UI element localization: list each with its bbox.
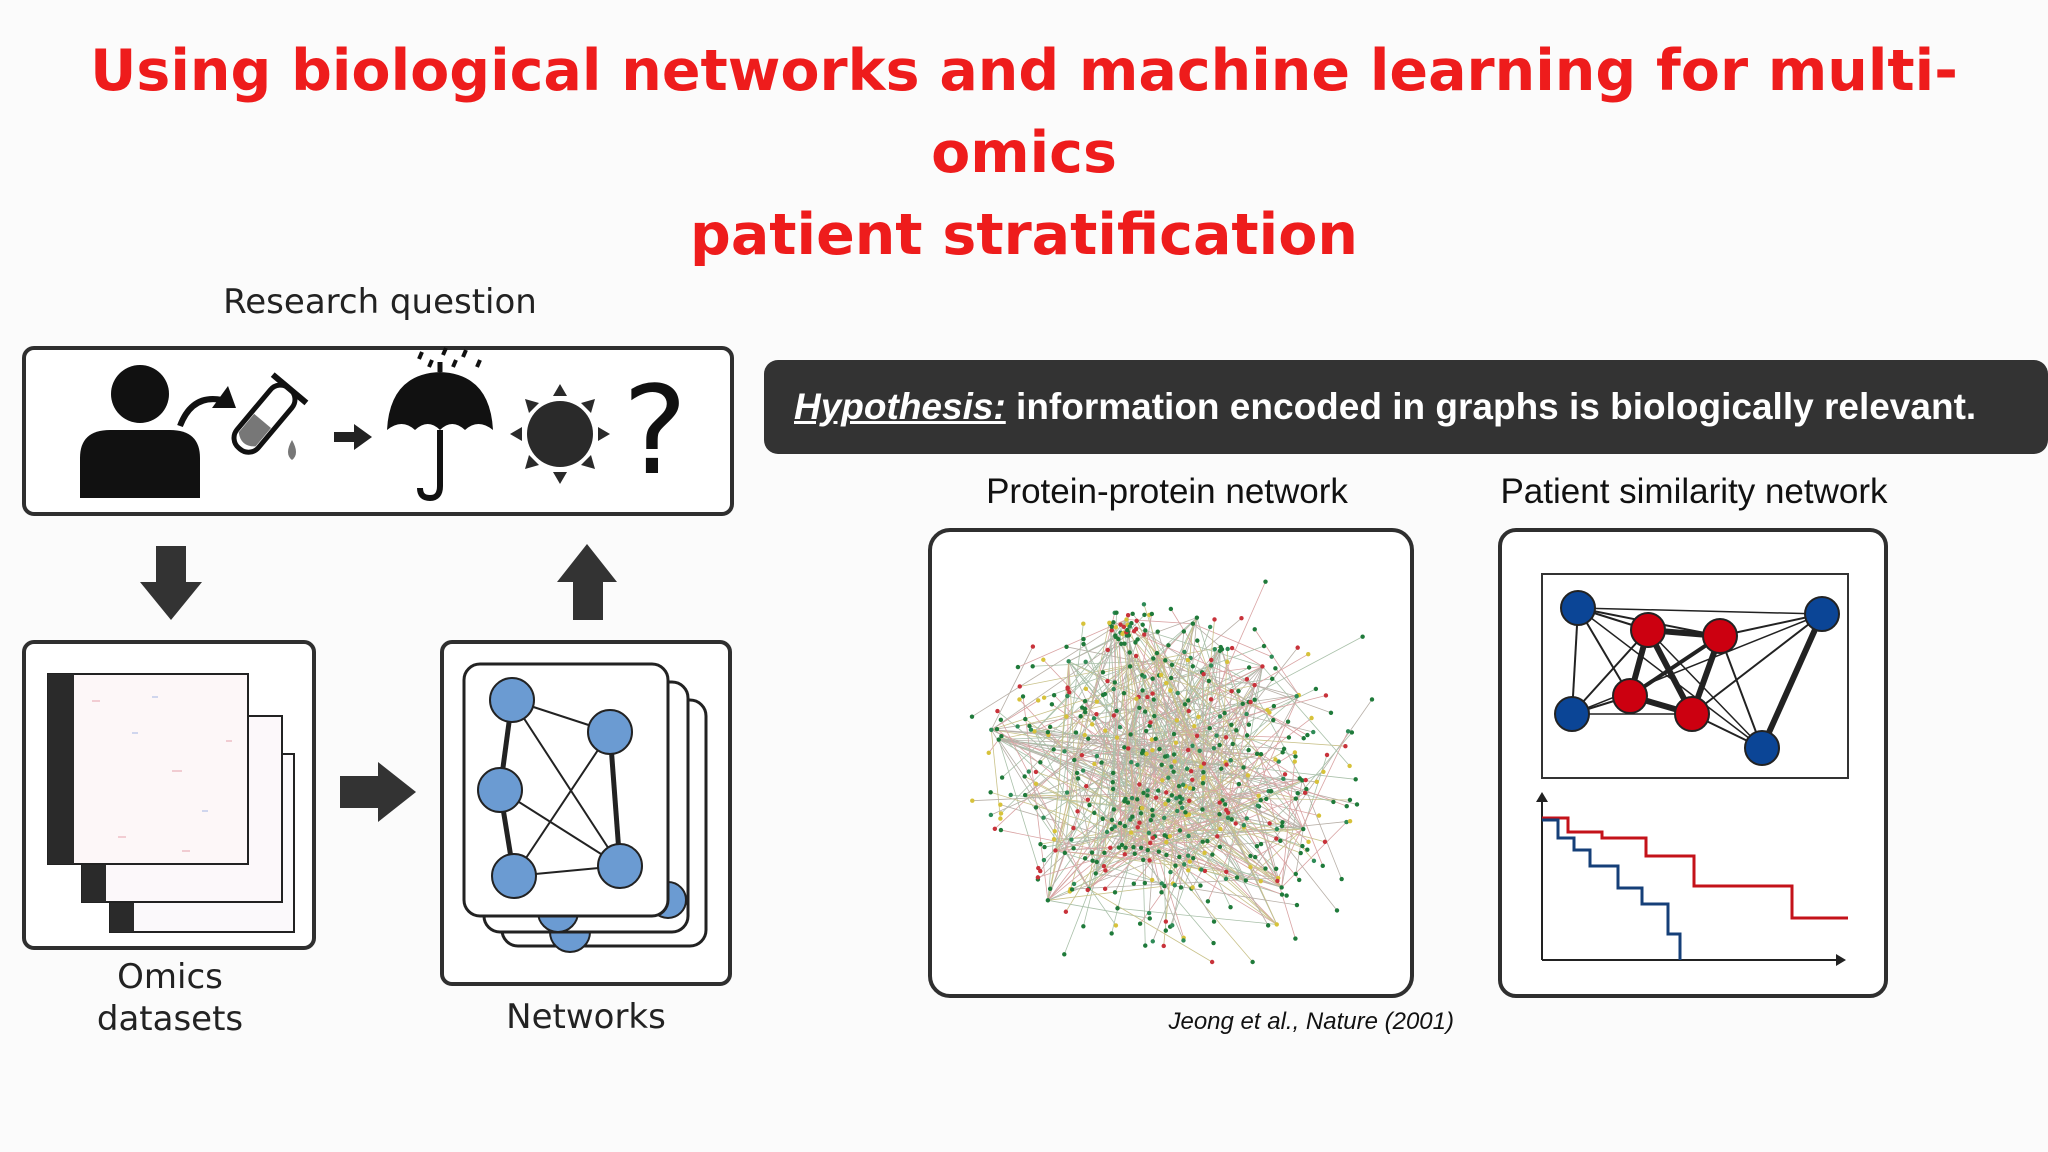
- omics-matrix-stack: [47, 673, 295, 933]
- title-line-1: Using biological networks and machine le…: [90, 38, 1958, 186]
- arrow-down-icon: [140, 546, 202, 620]
- research-question-label: Research question: [223, 282, 537, 322]
- umbrella-rain-icon: [387, 347, 493, 502]
- person-icon: [80, 365, 200, 498]
- arrow-right-icon: [334, 424, 372, 450]
- sun-icon: [510, 384, 610, 484]
- arrow-right-icon: [340, 762, 416, 822]
- psn-label: Patient similarity network: [1500, 472, 1888, 511]
- psn-box: [1498, 528, 1888, 998]
- ppi-nodes: [969, 579, 1375, 965]
- test-tube-icon: [231, 372, 309, 460]
- ppi-citation: Jeong et al., Nature (2001): [1168, 1008, 1454, 1035]
- ppi-network-graph: [969, 579, 1375, 965]
- psn-nodes: [1554, 590, 1840, 766]
- slide-title: Using biological networks and machine le…: [0, 30, 2048, 276]
- omics-label-line-1: Omics: [117, 957, 223, 997]
- omics-datasets-box: [22, 640, 316, 950]
- survival-plot: [1536, 792, 1848, 966]
- networks-label: Networks: [506, 997, 666, 1037]
- ppi-label: Protein-protein network: [986, 472, 1348, 511]
- network-card-front: [462, 662, 670, 918]
- research-question-box: ?: [22, 346, 734, 516]
- arrow-up-icon: [557, 544, 617, 620]
- question-mark: ?: [622, 360, 688, 502]
- networks-box: [440, 640, 732, 986]
- hypothesis-prefix: Hypothesis:: [794, 386, 1006, 427]
- omics-label-line-2: datasets: [96, 999, 244, 1039]
- ppi-network-box: [928, 528, 1414, 998]
- survival-curve-red: [1542, 816, 1848, 920]
- hypothesis-banner: Hypothesis: information encoded in graph…: [764, 360, 2048, 454]
- hypothesis-text: information encoded in graphs is biologi…: [1005, 386, 1977, 427]
- survival-curve-blue: [1542, 818, 1682, 960]
- title-line-2: patient stratification: [690, 202, 1358, 268]
